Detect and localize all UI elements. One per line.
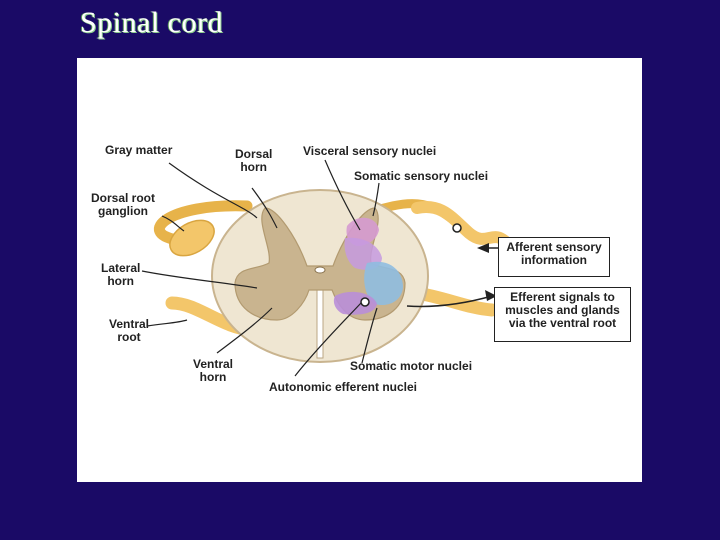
right-afferent-nerve [411, 201, 513, 249]
spinal-cord-diagram [141, 159, 532, 377]
label-dorsal-horn: Dorsal horn [235, 147, 273, 174]
spinal-cord-figure: Gray matter Dorsal horn Visceral sensory… [77, 58, 642, 482]
label-ventral-horn: Ventral horn [193, 357, 234, 384]
slide-title: Spinal cord [80, 6, 223, 39]
label-gray-matter: Gray matter [105, 143, 173, 157]
afferent-neuron-marker [452, 223, 462, 233]
central-canal [314, 266, 326, 274]
somatic-motor-nuclei [364, 261, 403, 306]
label-visceral-sensory-nuclei: Visceral sensory nuclei [303, 144, 437, 158]
efferent-neuron-marker [360, 297, 370, 307]
label-ventral-root: Ventral root [109, 317, 150, 344]
somatic-sensory-nuclei [344, 237, 382, 270]
label-autonomic-efferent-nuclei: Autonomic efferent nuclei [269, 380, 418, 394]
afferent-arrowhead [477, 243, 489, 253]
label-dorsal-root-ganglion: Dorsal root ganglion [91, 191, 156, 218]
efferent-info-box: Efferent signals to muscles and glands v… [494, 287, 631, 342]
right-ventral-root [410, 286, 499, 317]
label-somatic-sensory-nuclei: Somatic sensory nuclei [354, 169, 489, 183]
afferent-info-box: Afferent sensory information [498, 237, 610, 277]
efferent-arrowhead [485, 290, 497, 301]
label-somatic-motor-nuclei: Somatic motor nuclei [350, 359, 473, 373]
label-lateral-horn: Lateral horn [101, 261, 141, 288]
leader-lines [141, 159, 532, 377]
